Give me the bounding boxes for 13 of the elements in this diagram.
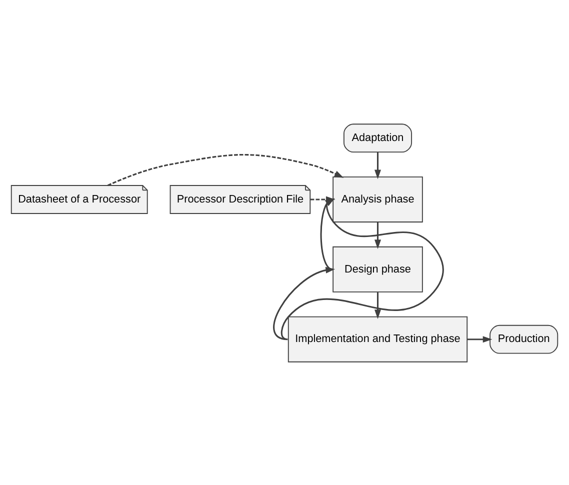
arrow [374,292,382,318]
arrow [320,198,335,270]
arrow [273,266,336,340]
node-box: Adaptation [343,123,412,152]
node-box: Design phase [332,246,423,292]
arrow [280,198,444,340]
arrow [374,222,382,249]
node-box: Production [490,324,558,354]
node-box: Implementation and Testing phase [288,316,468,362]
arrow [107,154,344,186]
node-box: Analysis phase [332,176,423,222]
arrow [374,152,382,179]
arrow [467,336,492,342]
